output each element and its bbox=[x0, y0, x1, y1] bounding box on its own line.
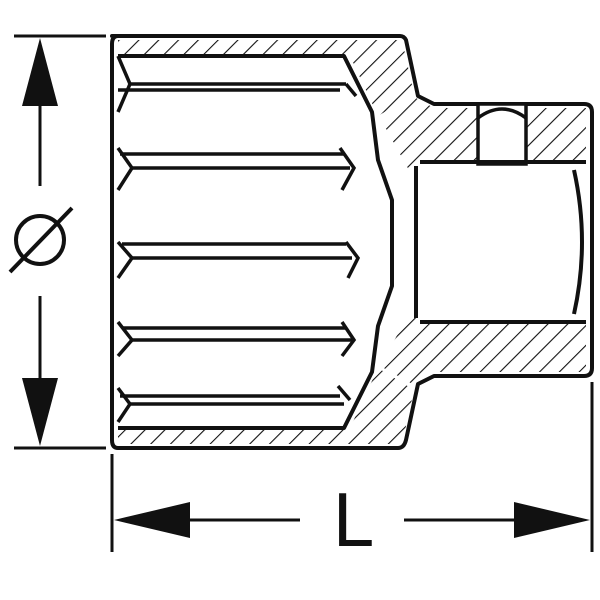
length-arrow-right bbox=[514, 502, 590, 538]
detent-ball-cap bbox=[476, 107, 528, 120]
diameter-symbol-circle bbox=[14, 214, 66, 266]
diameter-arrow-up bbox=[22, 38, 58, 106]
bore-flutes bbox=[116, 55, 361, 423]
diameter-symbol-slash bbox=[8, 206, 74, 274]
square-drive-bore bbox=[414, 160, 586, 324]
twelve-point-bore bbox=[118, 54, 394, 430]
length-arrow-left bbox=[114, 502, 190, 538]
length-label: L bbox=[332, 479, 372, 563]
socket-outline bbox=[110, 34, 594, 450]
diameter-dimension bbox=[8, 34, 106, 450]
hatch-bottom-shoulder bbox=[380, 312, 586, 386]
length-dimension: L bbox=[110, 382, 594, 563]
diameter-arrow-down bbox=[22, 378, 58, 446]
